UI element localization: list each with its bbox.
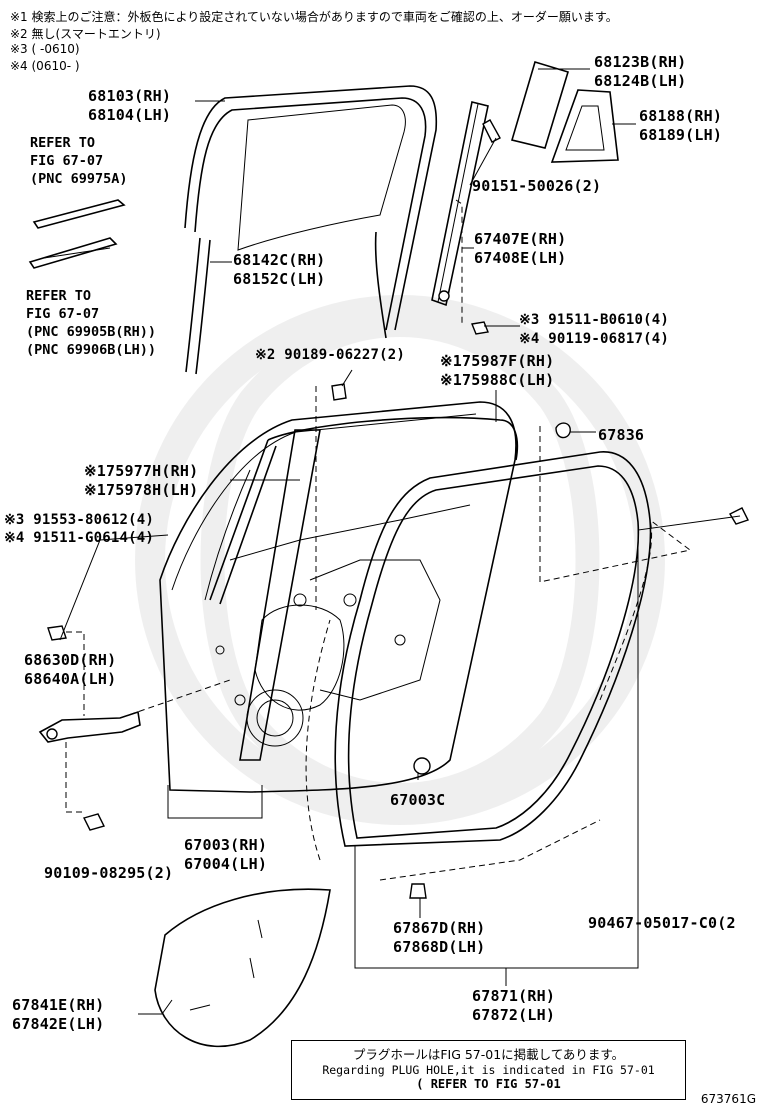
label-67872: 67872(LH) (472, 1006, 556, 1024)
label-67841e: 67841E(RH) (12, 996, 105, 1014)
refer-b-line-3: (PNC 69905B(RH)) (26, 324, 157, 340)
plug-note-line-2: Regarding PLUG HOLE,it is indicated in F… (322, 1063, 655, 1077)
label-67871: 67871(RH) (472, 987, 556, 1005)
refer-b-line-4: (PNC 69906B(LH)) (26, 342, 157, 358)
label-90109-08295: 90109-08295(2) (44, 864, 174, 882)
label-68124b: 68124B(LH) (594, 72, 687, 90)
label-68152c: 68152C(LH) (233, 270, 326, 288)
label-68104: 68104(LH) (88, 106, 172, 124)
note-2: ※2 無し(スマートエントリ) (10, 27, 161, 41)
label-67407e: 67407E(RH) (474, 230, 567, 248)
label-75988c: ※175988C(LH) (440, 371, 555, 389)
refer-a-line-2: FIG 67-07 (30, 153, 104, 169)
clip-67836 (555, 422, 571, 439)
label-67003: 67003(RH) (184, 836, 268, 854)
door-glass (237, 104, 406, 251)
label-67004: 67004(LH) (184, 855, 268, 873)
refer-b-line-1: REFER TO (26, 288, 92, 304)
label-68189: 68189(LH) (639, 126, 723, 144)
note-3: ※3 ( -0610) (10, 42, 80, 56)
quarter-seal (550, 89, 619, 163)
belt-moulding-upper (32, 199, 126, 229)
refer-a-line-1: REFER TO (30, 135, 96, 151)
label-91553-80612: ※3 91553-80612(4) (4, 512, 154, 528)
label-67408e: 67408E(LH) (474, 249, 567, 267)
plug-note-line-1: プラグホールはFIG 57-01に掲載してあります。 (352, 1047, 625, 1062)
label-68103: 68103(RH) (88, 87, 172, 105)
label-67003c: 67003C (390, 791, 446, 809)
label-75977h: ※175977H(RH) (84, 462, 199, 480)
note-1: ※1 検索上のご注意：外板色により設定されていない場合がありますので車両をご確認… (10, 10, 618, 24)
sash-trim (239, 429, 321, 761)
belt-moulding-lower (28, 237, 118, 269)
plug-hole-note: プラグホールはFIG 57-01に掲載してあります。 Regarding PLU… (291, 1040, 686, 1100)
watermark-emblem (135, 295, 665, 825)
plug-note-line-3: ( REFER TO FIG 57-01 (416, 1077, 561, 1091)
label-91511-g0614: ※4 91511-G0614(4) (4, 530, 154, 546)
refer-a-line-3: (PNC 69975A) (30, 171, 128, 187)
label-68188: 68188(RH) (639, 107, 723, 125)
glass-run-lower (185, 237, 201, 373)
label-68123b: 68123B(RH) (594, 53, 687, 71)
label-68640a: 68640A(LH) (24, 670, 117, 688)
quarter-glass (510, 61, 569, 149)
label-75978h: ※175978H(LH) (84, 481, 199, 499)
label-67868d: 67868D(LH) (393, 938, 486, 956)
label-68630d: 68630D(RH) (24, 651, 117, 669)
label-90119-06817: ※4 90119-06817(4) (519, 331, 669, 347)
refer-b-line-2: FIG 67-07 (26, 306, 100, 322)
label-67836: 67836 (598, 426, 645, 444)
label-67842e: 67842E(LH) (12, 1015, 105, 1033)
glass-run-outer (184, 85, 438, 331)
label-91511-b0610: ※3 91511-B0610(4) (519, 312, 669, 328)
label-68142c: 68142C(RH) (233, 251, 326, 269)
plug-67003c (413, 757, 431, 775)
label-90189-06227: ※2 90189-06227(2) (255, 347, 405, 363)
label-75987f: ※175987F(RH) (440, 352, 555, 370)
figure-number: 673761G (700, 1092, 756, 1106)
rear-channel (431, 101, 489, 307)
label-67867d: 67867D(RH) (393, 919, 486, 937)
door-weatherstrip (334, 451, 652, 847)
door-check (38, 710, 141, 743)
clip-90189 (331, 383, 347, 401)
label-90151: 90151-50026(2) (472, 177, 602, 195)
label-90467-05017: 90467-05017-C0(2 (588, 914, 736, 932)
service-hole-cover (154, 888, 331, 1048)
check-bolt-lower (82, 813, 106, 831)
screw-91511 (471, 321, 489, 335)
clip-67867 (409, 883, 427, 899)
note-4: ※4 (0610- ) (10, 59, 80, 73)
frame-weatherstrip (267, 416, 519, 461)
leader-lines (59, 68, 741, 1015)
